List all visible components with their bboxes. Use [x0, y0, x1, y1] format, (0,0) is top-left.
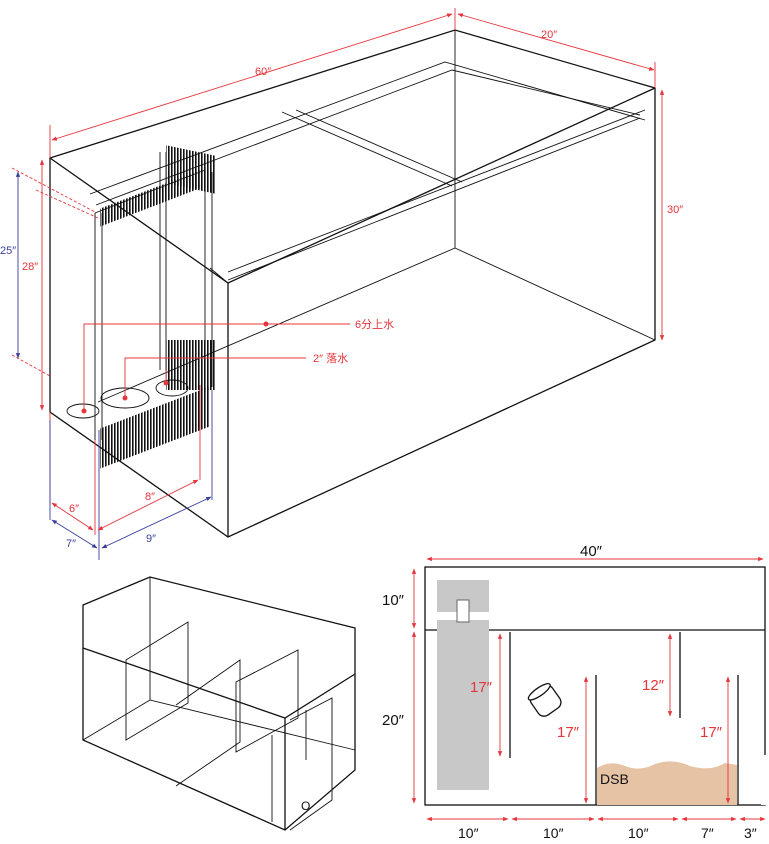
- tank-back-bottom: [97, 247, 456, 403]
- filter-sock-icon: [527, 683, 562, 717]
- baffle-1: [125, 621, 189, 741]
- height-label: 30″: [667, 204, 683, 216]
- baffle1-label: 17″: [470, 679, 493, 696]
- depth-label: 20″: [541, 29, 557, 41]
- sump-front: DSB 40″ 10″ 20″ 17″ 17″ 12″ 17″ 10″ 10″ …: [382, 543, 769, 841]
- outlet-gap: [761, 755, 769, 805]
- box-width-inner-line: [51, 519, 98, 549]
- seg3-label: 10″: [628, 825, 649, 841]
- top-brace-front: [227, 109, 646, 281]
- baffle4-label: 17″: [700, 724, 723, 741]
- depth-dimension-line: [457, 13, 655, 71]
- main-tank-3d: 60″ 20″ 30″ 28″ 25″ 6″ 7″ 8″ 9″: [0, 8, 683, 560]
- drain-leader: [124, 357, 306, 396]
- box-height-inner-label: 25″: [0, 245, 16, 257]
- sump-3d-back-2: [82, 699, 151, 741]
- tank-front-top-edges: [49, 87, 656, 284]
- seg4-label: 7″: [701, 825, 714, 841]
- length-label: 60″: [255, 66, 271, 78]
- drain-hole-2: [155, 379, 189, 397]
- sump-3d-outline: [82, 576, 356, 831]
- box-length-inner-label: 8″: [145, 491, 155, 503]
- upper-height-label: 10″: [382, 592, 405, 609]
- seg1-label: 10″: [458, 825, 479, 841]
- baffle-3: [235, 649, 299, 753]
- overflow-column: [437, 620, 489, 790]
- sump-3d: O: [82, 576, 356, 831]
- box-length-outer-line: [101, 496, 212, 549]
- overflow-pipe: [456, 599, 470, 623]
- lower-height-label: 20″: [382, 712, 405, 729]
- box-height-outer-label: 28″: [22, 261, 38, 273]
- baffle-4: [289, 697, 333, 831]
- supply-hole: [66, 403, 100, 419]
- overflow-box: [66, 145, 216, 469]
- comb-bottom-front: [100, 386, 210, 469]
- seg2-label: 10″: [543, 825, 564, 841]
- comb-bottom-back: [166, 340, 216, 390]
- supply-leader: [83, 323, 350, 409]
- seg5-label: 3″: [744, 825, 757, 841]
- baffle2-label: 17″: [557, 724, 580, 741]
- dsb-label: DSB: [600, 771, 629, 787]
- baffle3-label: 12″: [642, 677, 665, 694]
- tank-outline: [49, 29, 656, 538]
- box-length-outer-label: 9″: [146, 533, 156, 545]
- baffle-2: [175, 659, 241, 787]
- length-dimension-line: [51, 13, 453, 141]
- sump-front-outline: [424, 566, 766, 806]
- drain-label: 2″ 落水: [313, 352, 348, 365]
- center-brace: [281, 109, 463, 187]
- tank-back-edges: [454, 30, 656, 341]
- box-width-outer-label: 6″: [69, 503, 79, 515]
- outlet-label: O: [301, 799, 310, 813]
- dsb-sand: [597, 761, 737, 805]
- comb-top-front: [100, 170, 200, 227]
- supply-label: 6分上水: [355, 318, 394, 331]
- brace-corner: [209, 267, 229, 284]
- total-length-label: 40″: [580, 543, 603, 560]
- box-width-inner-label: 7″: [66, 538, 76, 550]
